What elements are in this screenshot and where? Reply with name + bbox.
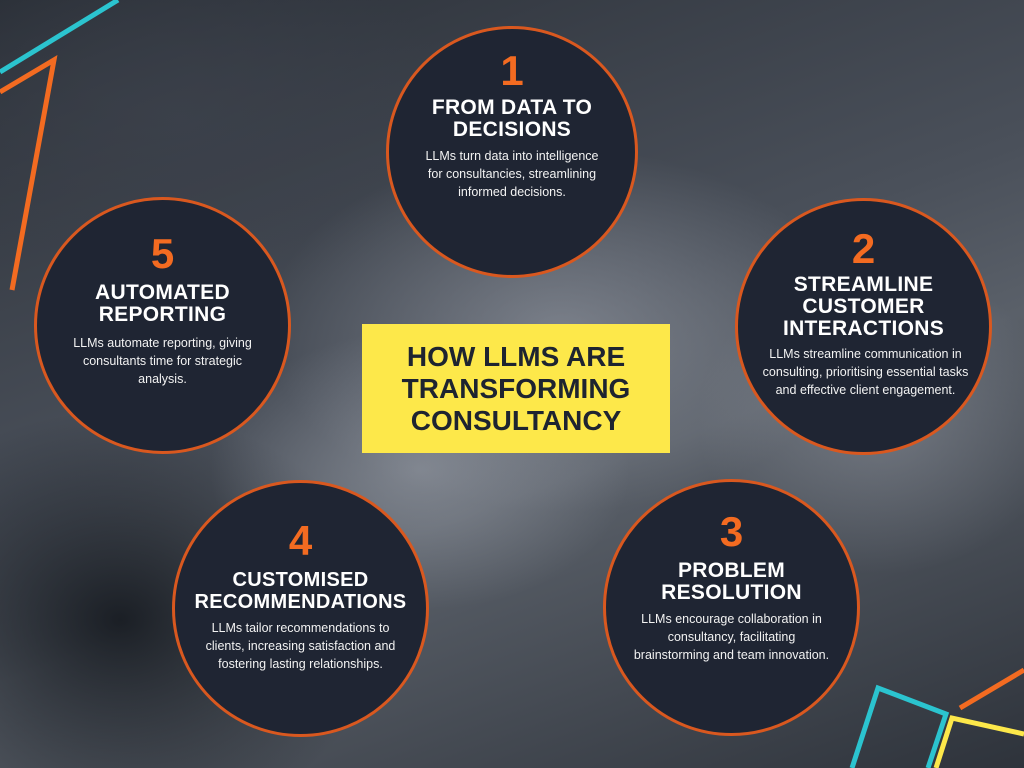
- teal-stroke-bottom-right: [849, 684, 950, 768]
- step-title: STREAMLINE CUSTOMER INTERACTIONS: [782, 273, 945, 340]
- step-description: LLMs encourage collaboration in consulta…: [633, 612, 830, 662]
- center-title: HOW LLMS ARE TRANSFORMING CONSULTANCY: [401, 340, 631, 436]
- center-title-box: HOW LLMS ARE TRANSFORMING CONSULTANCY: [362, 324, 670, 453]
- step-description: LLMs streamline communication in consult…: [762, 347, 969, 397]
- step-title: CUSTOMISED RECOMMENDATIONS: [194, 569, 407, 613]
- orange-stroke-bottom-right: [958, 667, 1024, 711]
- step-circle-3: 3 PROBLEM RESOLUTION LLMs encourage coll…: [603, 479, 860, 736]
- step-number: 4: [288, 517, 313, 564]
- step-number: 2: [851, 225, 876, 272]
- step-description: LLMs turn data into intelligence for con…: [425, 149, 599, 199]
- step-description: LLMs tailor recommendations to clients, …: [205, 621, 396, 671]
- step-number: 3: [719, 508, 744, 555]
- step-circle-1: 1 FROM DATA TO DECISIONS LLMs turn data …: [386, 26, 638, 278]
- step-title: PROBLEM RESOLUTION: [661, 559, 802, 604]
- orange-stroke-left: [0, 55, 58, 291]
- yellow-stroke-bottom-right: [933, 715, 1024, 768]
- step-circle-4: 4 CUSTOMISED RECOMMENDATIONS LLMs tailor…: [172, 480, 429, 737]
- step-description: LLMs automate reporting, giving consulta…: [73, 336, 252, 386]
- step-number: 1: [500, 47, 524, 94]
- teal-stroke-top-left: [0, 0, 120, 75]
- step-circle-2: 2 STREAMLINE CUSTOMER INTERACTIONS LLMs …: [735, 198, 992, 455]
- step-number: 5: [150, 230, 175, 277]
- step-circle-5: 5 AUTOMATED REPORTING LLMs automate repo…: [34, 197, 291, 454]
- step-title: AUTOMATED REPORTING: [95, 281, 230, 326]
- step-title: FROM DATA TO DECISIONS: [431, 96, 593, 141]
